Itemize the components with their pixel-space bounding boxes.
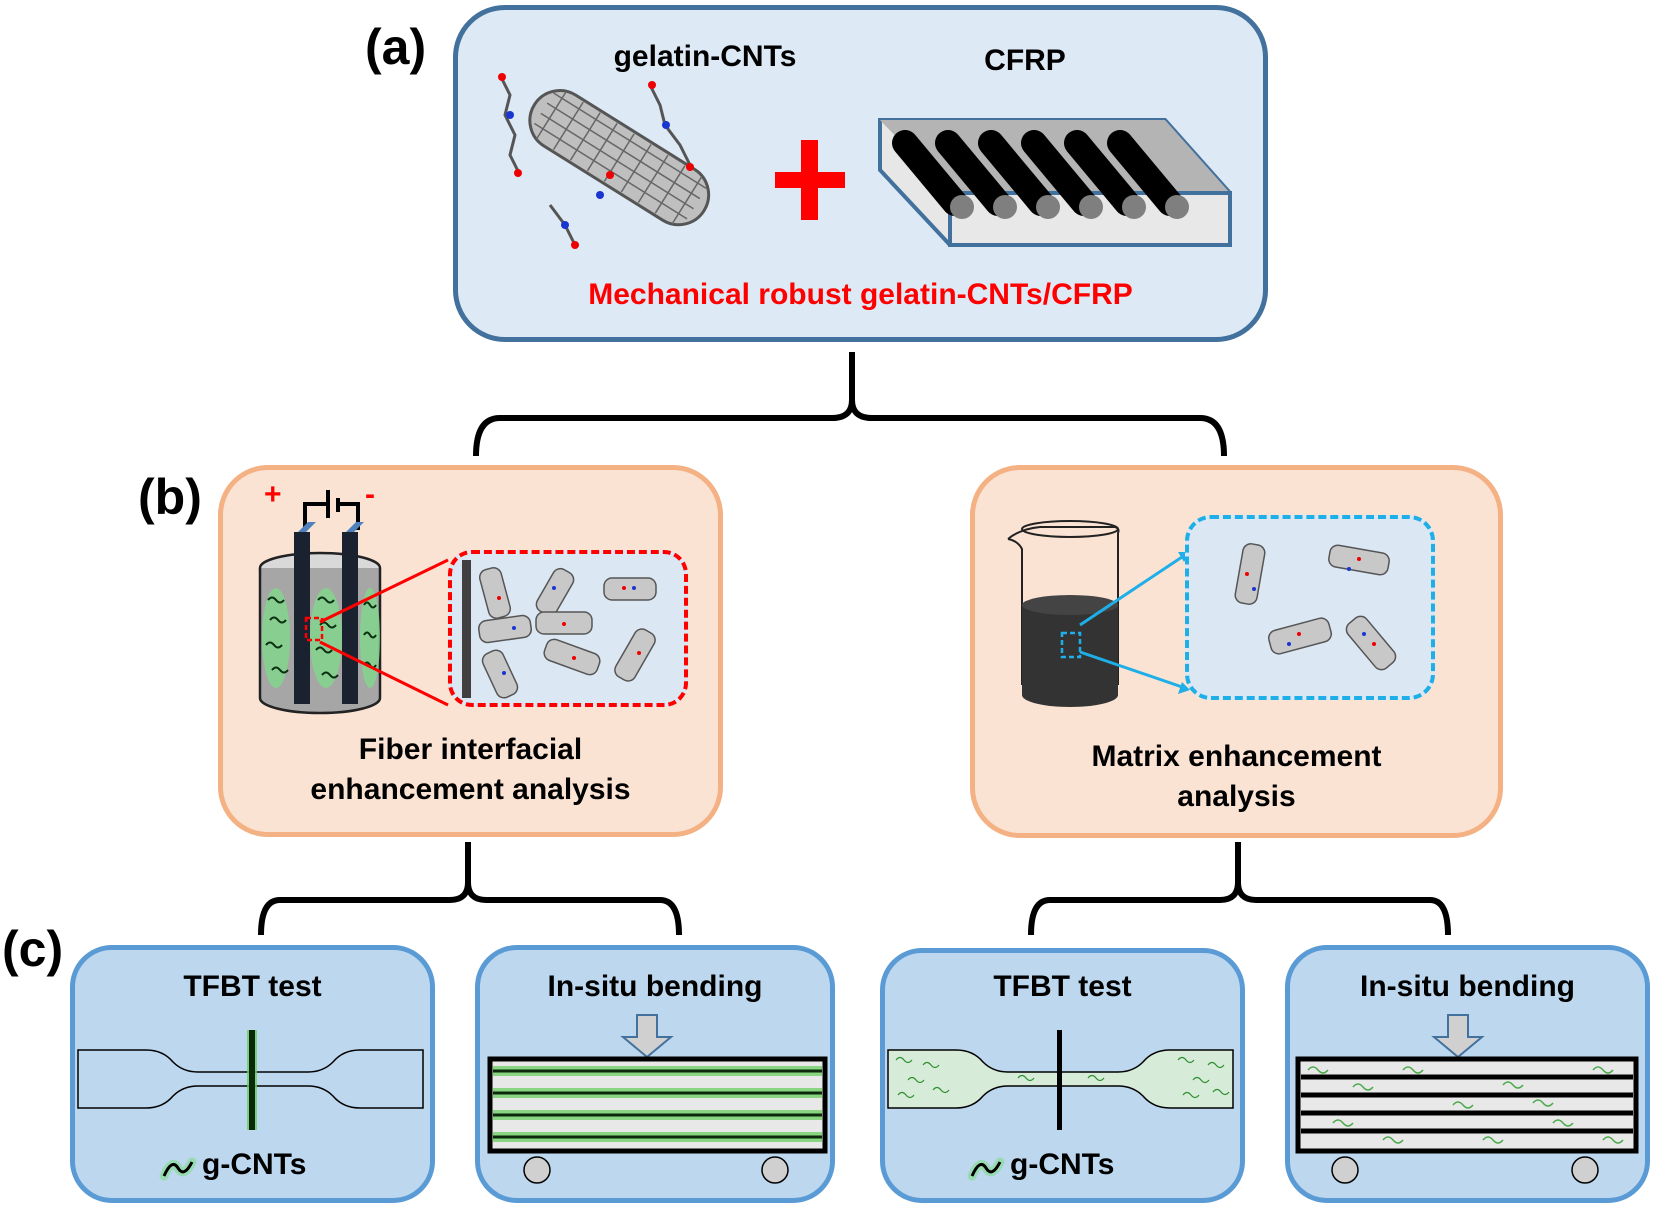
g-cnt-legend-label-2: g-CNTs	[1010, 1148, 1115, 1181]
cfrp-laminate-icon	[878, 118, 1232, 247]
cfrp-title: CFRP	[984, 44, 1066, 77]
anode-plus-label: +	[264, 478, 282, 511]
fiber-interfacial-title-line2: enhancement analysis	[310, 773, 631, 806]
tfbt-matrix-title: TFBT test	[993, 970, 1132, 1003]
cathode-minus-label: -	[365, 478, 375, 511]
fiber-interfacial-title: Fiber interfacial enhancement analysis	[218, 730, 723, 810]
panel-label-c: (c)	[2, 921, 64, 977]
gelatin-cnt-cluster-icon	[478, 567, 657, 699]
electrophoretic-deposition-cell-icon	[258, 490, 382, 715]
panel-label-b: (b)	[138, 469, 202, 525]
g-cnt-legend-icon	[159, 1157, 197, 1181]
tfbt-matrix-specimen-icon	[887, 1030, 1234, 1130]
gelatin-cnt-molecule-icon	[498, 73, 711, 249]
matrix-zoom-inset	[1185, 515, 1435, 700]
matrix-enhancement-title-line2: analysis	[1177, 780, 1296, 813]
in-situ-bending-matrix-icon	[1295, 1014, 1639, 1184]
tfbt-fiber-specimen-icon	[77, 1030, 424, 1130]
dispersed-gelatin-cnt-icon	[1234, 543, 1397, 671]
g-cnt-legend-icon	[967, 1157, 1005, 1181]
carbon-fiber-bar	[462, 560, 471, 698]
fiber-interface-zoom-inset	[448, 550, 688, 707]
beaker-icon	[1007, 520, 1120, 707]
fiber-interfacial-title-line1: Fiber interfacial	[358, 733, 583, 766]
tfbt-fiber-title: TFBT test	[183, 970, 322, 1003]
in-situ-bending-fiber-icon	[487, 1014, 828, 1184]
gelatin-cnts-title: gelatin-CNTs	[613, 40, 797, 73]
plus-icon	[775, 140, 845, 220]
panel-a-caption: Mechanical robust gelatin-CNTs/CFRP	[588, 278, 1133, 311]
in-situ-bending-fiber-title: In-situ bending	[547, 970, 763, 1003]
in-situ-bending-matrix-title: In-situ bending	[1360, 970, 1575, 1003]
panel-label-a: (a)	[365, 19, 427, 75]
g-cnt-legend-label-1: g-CNTs	[202, 1148, 307, 1181]
matrix-enhancement-title-line1: Matrix enhancement	[1091, 740, 1382, 773]
matrix-enhancement-title: Matrix enhancement analysis	[970, 737, 1503, 817]
